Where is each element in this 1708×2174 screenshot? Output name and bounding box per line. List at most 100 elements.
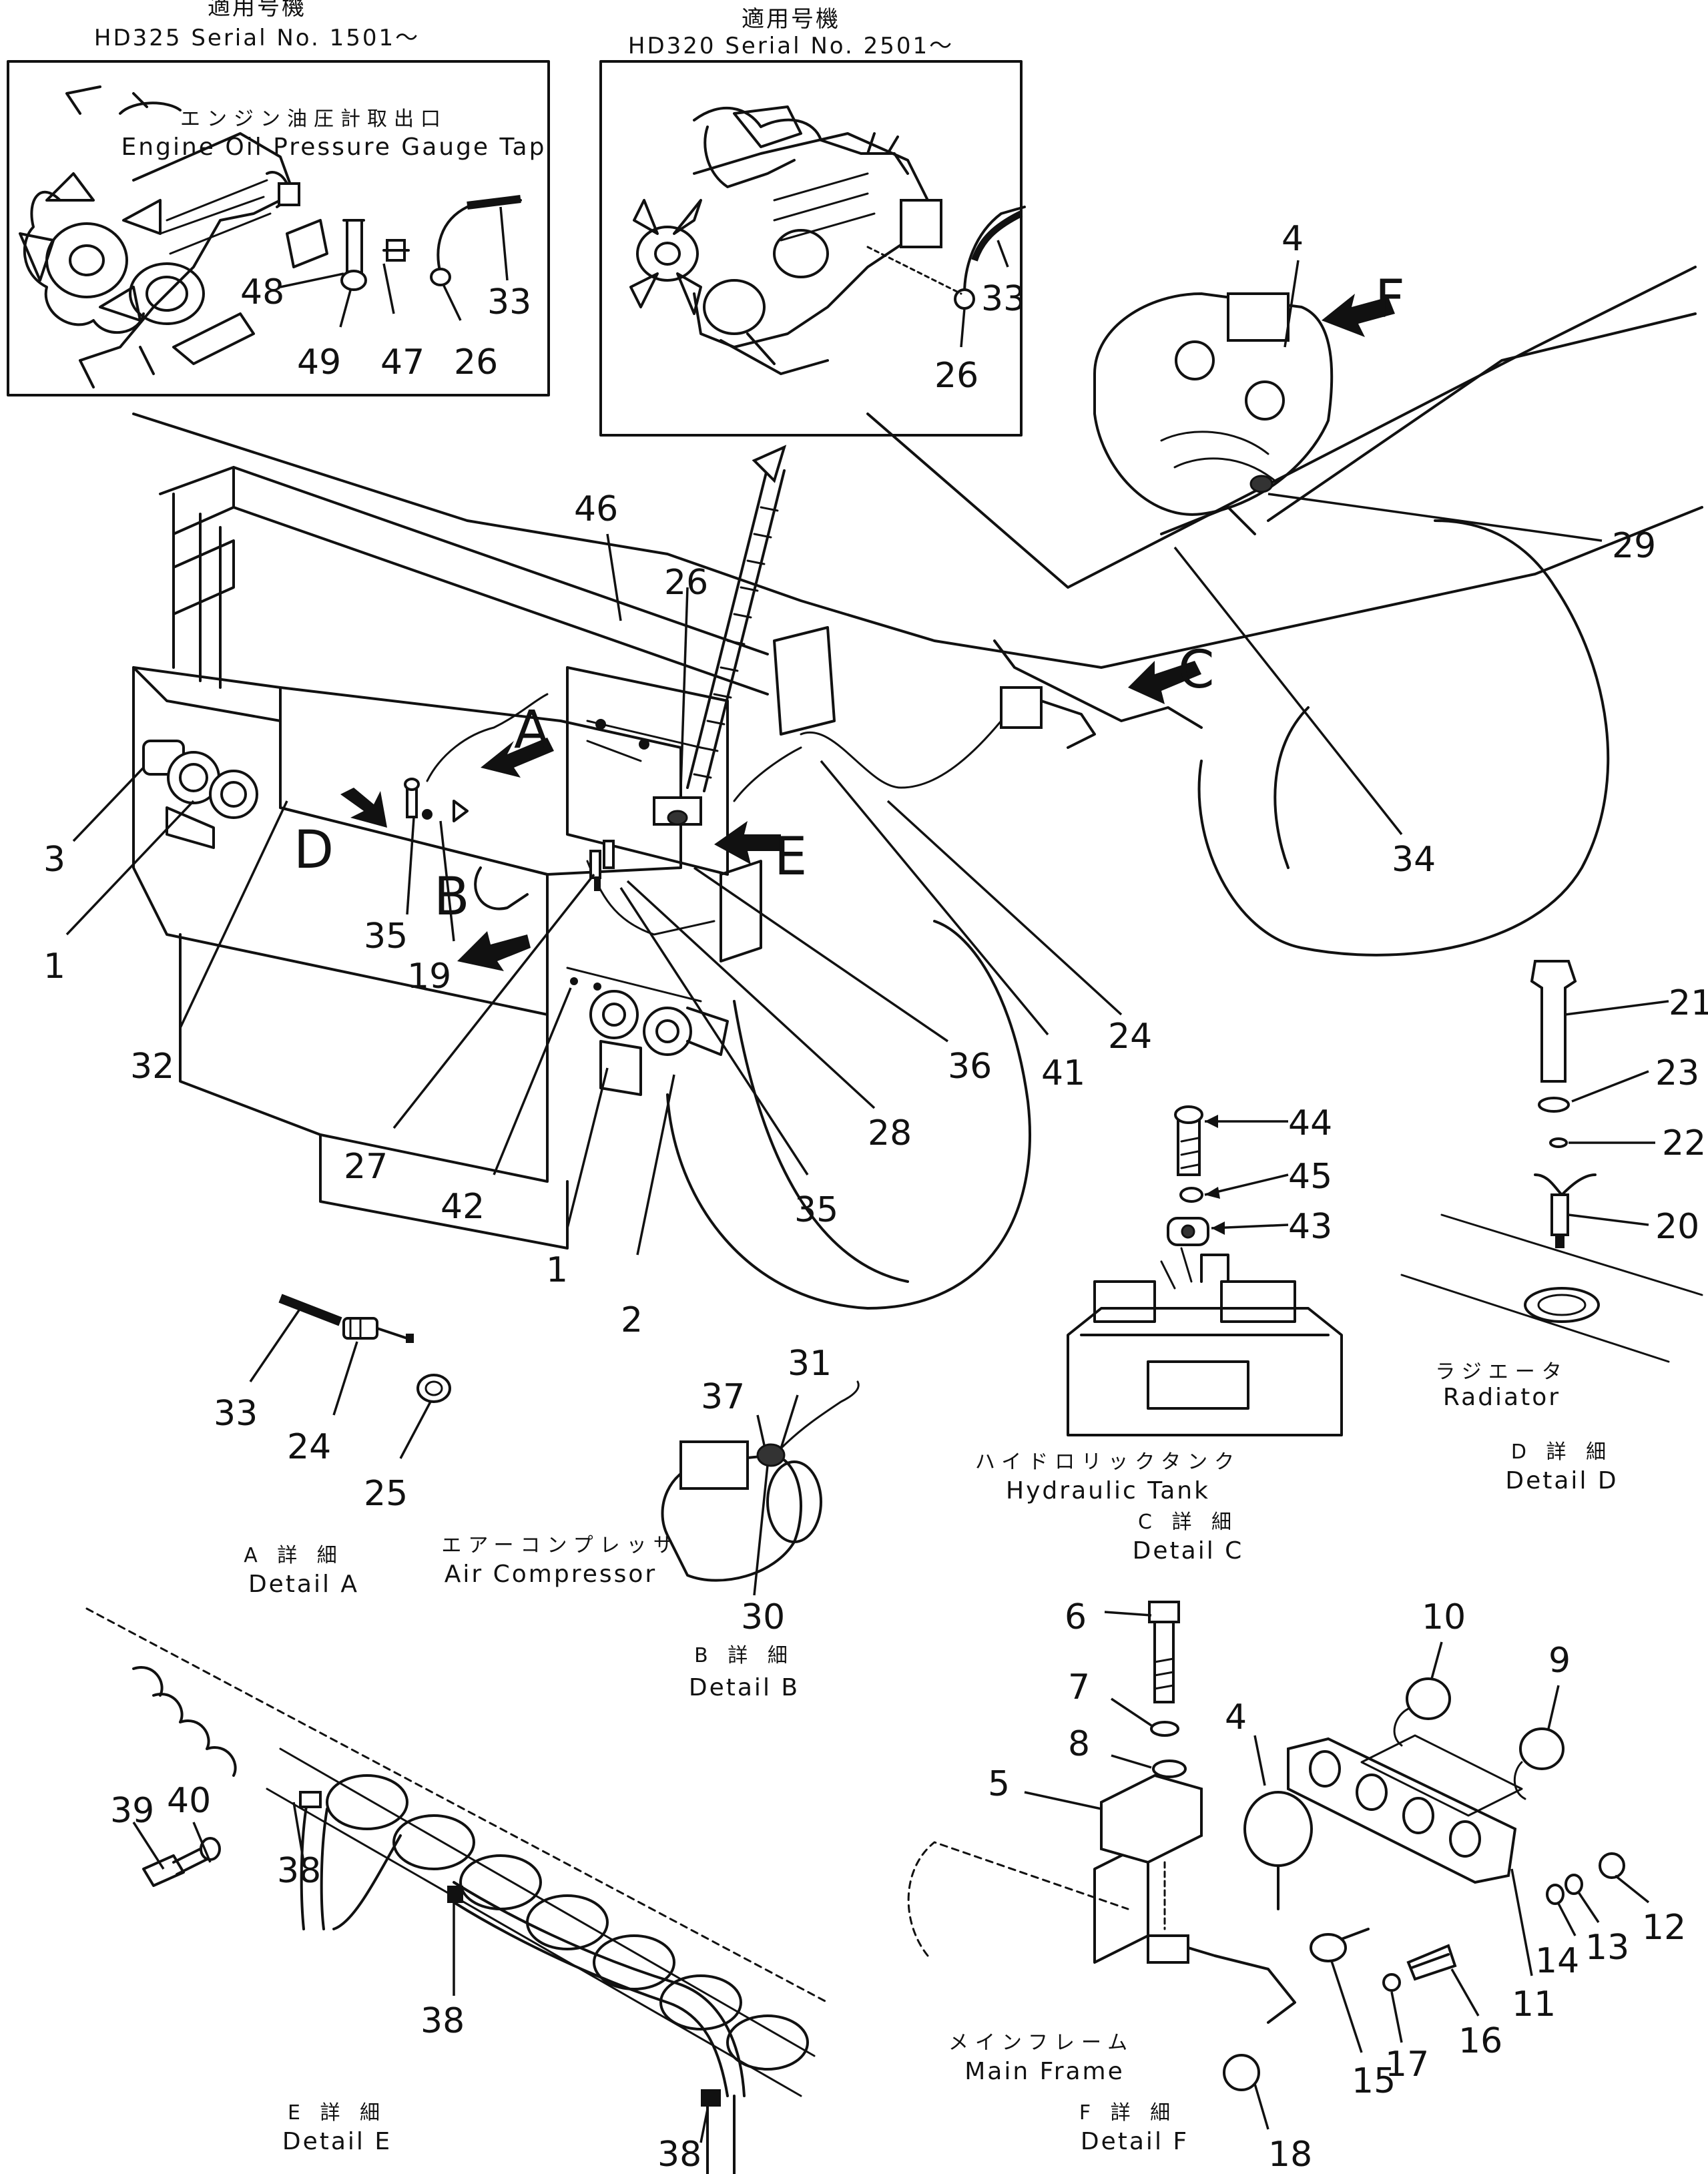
callout-31: 31 xyxy=(788,1344,832,1384)
gauge-tap-nipple xyxy=(346,219,363,275)
frame-label-jp: メインフレーム xyxy=(948,2031,1134,2055)
hose-e-left xyxy=(300,1801,308,1930)
tank-label-en: Hydraulic Tank xyxy=(1006,1477,1210,1505)
callout-1-left: 1 xyxy=(43,946,65,987)
headlight-cluster-center xyxy=(566,967,729,1096)
water-temp-sender xyxy=(1550,1193,1569,1236)
lamp-10 xyxy=(1406,1677,1451,1720)
view-arrow-f: F xyxy=(1322,270,1405,337)
callout-39: 39 xyxy=(110,1791,154,1831)
callout-33-right: 33 xyxy=(981,279,1025,319)
tank-label-jp: ハイドロリックタンク xyxy=(975,1450,1241,1474)
chassis-top-line xyxy=(132,413,1703,669)
frame-edge-e xyxy=(85,1607,829,2004)
bracket-e xyxy=(720,860,762,963)
clip-38-a xyxy=(299,1791,322,1808)
right-inset-frame xyxy=(599,60,1023,437)
detail-b-en: Detail B xyxy=(689,1674,800,1701)
callout-26-main: 26 xyxy=(664,563,708,603)
rear-wheel xyxy=(1197,519,1610,957)
washer-17 xyxy=(1382,1973,1401,1992)
callout-33-a: 33 xyxy=(214,1394,258,1434)
sensor-cable-left xyxy=(437,199,522,275)
view-letter-c: C xyxy=(1178,640,1214,700)
gauge-tap-adapter xyxy=(340,270,367,291)
callout-26-right: 26 xyxy=(934,356,978,396)
callout-48: 48 xyxy=(240,272,284,312)
nut-12 xyxy=(1599,1852,1625,1879)
lamp-9 xyxy=(1519,1727,1564,1770)
callout-8: 8 xyxy=(1068,1724,1090,1764)
lock-washer-7 xyxy=(1150,1721,1179,1737)
callout-6: 6 xyxy=(1065,1597,1087,1637)
detail-f: 6 7 8 5 4 10 9 12 13 14 11 16 17 15 18 メ… xyxy=(907,1597,1686,2174)
callout-38-c: 38 xyxy=(657,2135,701,2174)
callout-25: 25 xyxy=(364,1474,408,1514)
left-inset-header: 適用号機 HD325 Serial No. 1501～ xyxy=(94,0,418,51)
gauge-tap-label-en: Engine Oil Pressure Gauge Tap xyxy=(121,133,547,161)
frame-label-en: Main Frame xyxy=(964,2058,1125,2085)
lock-washer-13 xyxy=(1564,1874,1583,1895)
cab-detail-f xyxy=(1093,292,1334,516)
callout-1-lower: 1 xyxy=(546,1250,568,1290)
view-arrow-c: C xyxy=(1128,640,1214,704)
callout-24-main: 24 xyxy=(1108,1017,1152,1057)
callout-20: 20 xyxy=(1655,1207,1699,1247)
callout-28: 28 xyxy=(868,1113,912,1153)
compressor-label-jp: エアーコンプレッサ xyxy=(441,1534,679,1557)
detail-c-jp: C 詳 細 xyxy=(1138,1511,1238,1534)
callout-38-b: 38 xyxy=(420,2001,465,2041)
truck-main-view: A B C D E F xyxy=(43,219,1703,1340)
sensor-a xyxy=(589,840,615,891)
detail-a-jp: A 詳 細 xyxy=(244,1544,344,1567)
callout-9: 9 xyxy=(1548,1641,1571,1681)
compressor-sensor xyxy=(756,1443,786,1467)
callout-26: 26 xyxy=(454,342,498,382)
callout-12: 12 xyxy=(1642,1908,1686,1948)
callout-44: 44 xyxy=(1288,1103,1332,1143)
right-engine-inset: 33 26 xyxy=(599,60,1026,437)
front-bumper xyxy=(132,666,549,1016)
view-letter-d: D xyxy=(294,820,334,880)
engine-hood-side xyxy=(279,686,682,876)
washer-45 xyxy=(1179,1187,1203,1203)
sender-c xyxy=(1000,686,1043,729)
cable-clamp-left xyxy=(430,268,451,286)
air-compressor-body xyxy=(661,1454,802,1582)
handrail xyxy=(159,466,769,696)
view-letter-a: A xyxy=(514,700,549,760)
frame-rail-upper xyxy=(866,266,1697,589)
callout-46: 46 xyxy=(574,489,618,529)
nut-18 xyxy=(1223,2054,1260,2091)
radiator-label-en: Radiator xyxy=(1443,1384,1560,1411)
gauge-tap-label-jp: エンジン油圧計取出口 xyxy=(180,107,447,131)
hydraulic-tank xyxy=(1067,1247,1343,1436)
compressor-b-outline xyxy=(474,866,529,910)
right-inset-header: 適用号機 HD320 Serial No. 2501～ xyxy=(628,6,952,59)
frame-rail-mid xyxy=(1267,312,1697,522)
callout-21: 21 xyxy=(1669,983,1708,1023)
detail-d: 21 23 22 20 ラジエータ Radiator D 詳 細 Detail … xyxy=(1400,960,1708,1494)
detail-d-en: Detail D xyxy=(1505,1467,1618,1494)
callout-11: 11 xyxy=(1512,1984,1556,2024)
sensor-d xyxy=(404,778,469,822)
callout-22: 22 xyxy=(1662,1123,1706,1163)
left-inset-frame xyxy=(7,60,550,396)
compressor-label-en: Air Compressor xyxy=(445,1561,657,1588)
view-arrow-a: A xyxy=(481,700,554,778)
detail-e: 39 40 38 38 38 E 詳 細 Detail E xyxy=(85,1607,829,2174)
indicator-15 xyxy=(1310,1933,1347,1962)
control-box xyxy=(773,626,836,736)
callout-4-main: 4 xyxy=(1282,219,1304,259)
o-ring-large xyxy=(1538,1097,1570,1113)
callout-13: 13 xyxy=(1585,1928,1629,1968)
callout-35-upper: 35 xyxy=(364,916,408,957)
detail-b: 37 31 30 エアーコンプレッサ Air Compressor B 詳 細 … xyxy=(441,1344,860,1701)
detail-f-en: Detail F xyxy=(1081,2128,1189,2155)
callout-35-lower: 35 xyxy=(794,1190,838,1230)
callout-10: 10 xyxy=(1422,1597,1466,1637)
callout-37: 37 xyxy=(701,1377,745,1417)
gauge-4 xyxy=(1243,1791,1313,1867)
callout-30: 30 xyxy=(741,1597,785,1637)
callout-23: 23 xyxy=(1655,1053,1699,1093)
